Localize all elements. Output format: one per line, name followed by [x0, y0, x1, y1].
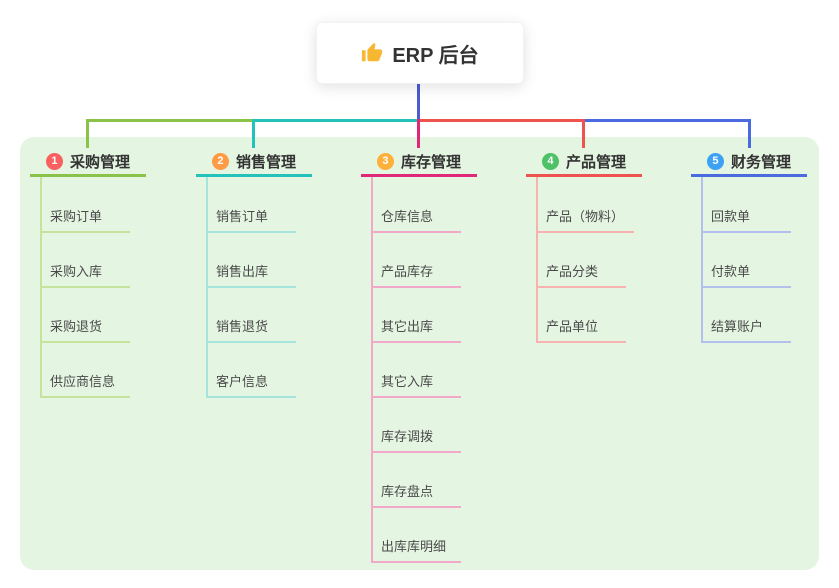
branch-node-5[interactable]: 5 财务管理	[691, 148, 807, 177]
branch-label: 库存管理	[400, 153, 461, 171]
branch-number-badge: 3	[376, 152, 394, 170]
branch-number-badge: 1	[45, 152, 63, 170]
connector-stub-branch-2	[252, 119, 255, 148]
child-node[interactable]: 销售订单	[206, 208, 296, 233]
root-node[interactable]: ERP 后台	[316, 22, 524, 84]
branch-spine	[536, 177, 538, 343]
child-node[interactable]: 其它入库	[371, 373, 461, 398]
child-node[interactable]: 产品分类	[536, 263, 626, 288]
mindmap-canvas-panel	[20, 137, 819, 570]
child-node[interactable]: 客户信息	[206, 373, 296, 398]
connector-h-branch-1	[86, 119, 252, 122]
branch-number-badge: 2	[211, 152, 229, 170]
branch-node-4[interactable]: 4 产品管理	[526, 148, 642, 177]
connector-h-branch-4	[419, 119, 584, 122]
connector-root-vertical	[417, 80, 420, 120]
branch-label: 销售管理	[235, 153, 296, 171]
branch-number-badge: 4	[541, 152, 559, 170]
child-node[interactable]: 采购入库	[40, 263, 130, 288]
branch-label: 产品管理	[565, 153, 626, 171]
child-node[interactable]: 出库库明细	[371, 538, 461, 563]
branch-label: 采购管理	[69, 153, 130, 171]
branch-number-badge: 5	[706, 152, 724, 170]
child-node[interactable]: 供应商信息	[40, 373, 130, 398]
child-node[interactable]: 产品（物料）	[536, 208, 635, 233]
child-node[interactable]: 销售出库	[206, 263, 296, 288]
child-node[interactable]: 采购订单	[40, 208, 130, 233]
connector-stub-branch-4	[582, 119, 585, 148]
child-node[interactable]: 采购退货	[40, 318, 130, 343]
child-node[interactable]: 销售退货	[206, 318, 296, 343]
child-node[interactable]: 库存盘点	[371, 483, 461, 508]
branch-node-1[interactable]: 1 采购管理	[30, 148, 146, 177]
branch-spine	[701, 177, 703, 343]
branch-node-2[interactable]: 2 销售管理	[196, 148, 312, 177]
child-node[interactable]: 产品库存	[371, 263, 461, 288]
thumbs-up-icon	[362, 42, 383, 62]
connector-stub-branch-5	[748, 119, 751, 148]
child-node[interactable]: 其它出库	[371, 318, 461, 343]
connector-h-branch-5	[584, 119, 750, 122]
connector-h-branch-2	[252, 119, 419, 122]
root-title: ERP 后台	[392, 44, 479, 67]
child-node[interactable]: 回款单	[701, 208, 791, 233]
branch-label: 财务管理	[730, 153, 791, 171]
connector-stub-branch-1	[86, 119, 89, 148]
branch-spine	[371, 177, 373, 563]
branch-node-3[interactable]: 3 库存管理	[361, 148, 477, 177]
child-node[interactable]: 付款单	[701, 263, 791, 288]
child-node[interactable]: 结算账户	[701, 318, 791, 343]
connector-stub-branch-3	[417, 119, 420, 148]
child-node[interactable]: 库存调拨	[371, 428, 461, 453]
child-node[interactable]: 产品单位	[536, 318, 626, 343]
child-node[interactable]: 仓库信息	[371, 208, 461, 233]
